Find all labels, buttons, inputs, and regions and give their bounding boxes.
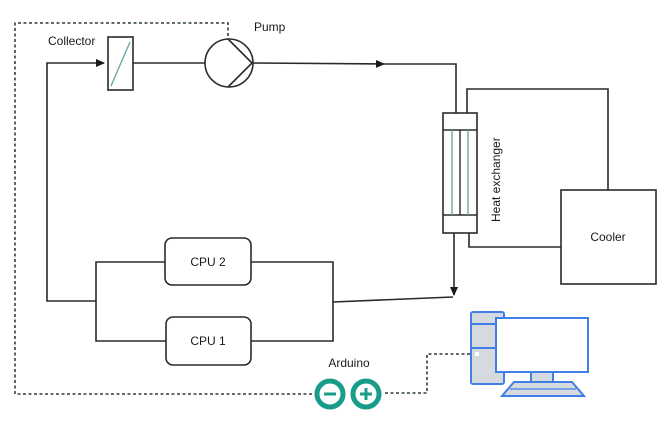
pipe-pump-to-exchanger [252, 59, 385, 68]
pipe-to-cpu-junction [332, 296, 454, 303]
cpu2-block: CPU 2 [164, 237, 252, 286]
signal-line-arduino-pump [14, 22, 312, 395]
desktop-computer-icon [470, 311, 589, 397]
cpu1-label: CPU 1 [190, 334, 226, 348]
pump-label: Pump [254, 20, 286, 34]
arduino-label: Arduino [328, 356, 370, 370]
arduino-logo-icon [314, 378, 382, 410]
collector-valve-icon [110, 41, 131, 87]
pipe-cpu-branch-left [95, 261, 166, 342]
pipe-exchanger-inlet [382, 63, 457, 113]
collector: Collector [48, 34, 134, 91]
pipe-return-to-collector [46, 59, 105, 302]
heat-exchanger: Heat exchanger [442, 112, 503, 234]
cooler-label: Cooler [590, 230, 625, 244]
signal-line-arduino-computer [385, 353, 472, 394]
pipe-cpu-branch-right [251, 261, 334, 342]
pump: Pump [204, 20, 286, 88]
pump-icon [204, 38, 254, 88]
heat-exchanger-label: Heat exchanger [489, 137, 503, 222]
cpu2-label: CPU 2 [190, 255, 226, 269]
cpu1-block: CPU 1 [165, 316, 252, 366]
cooler: Cooler [560, 189, 657, 285]
arduino: Arduino [314, 356, 382, 410]
pipe-exchanger-to-cooler [466, 88, 609, 190]
pipe-cooler-to-exchanger [468, 233, 561, 248]
collector-label: Collector [48, 34, 95, 48]
